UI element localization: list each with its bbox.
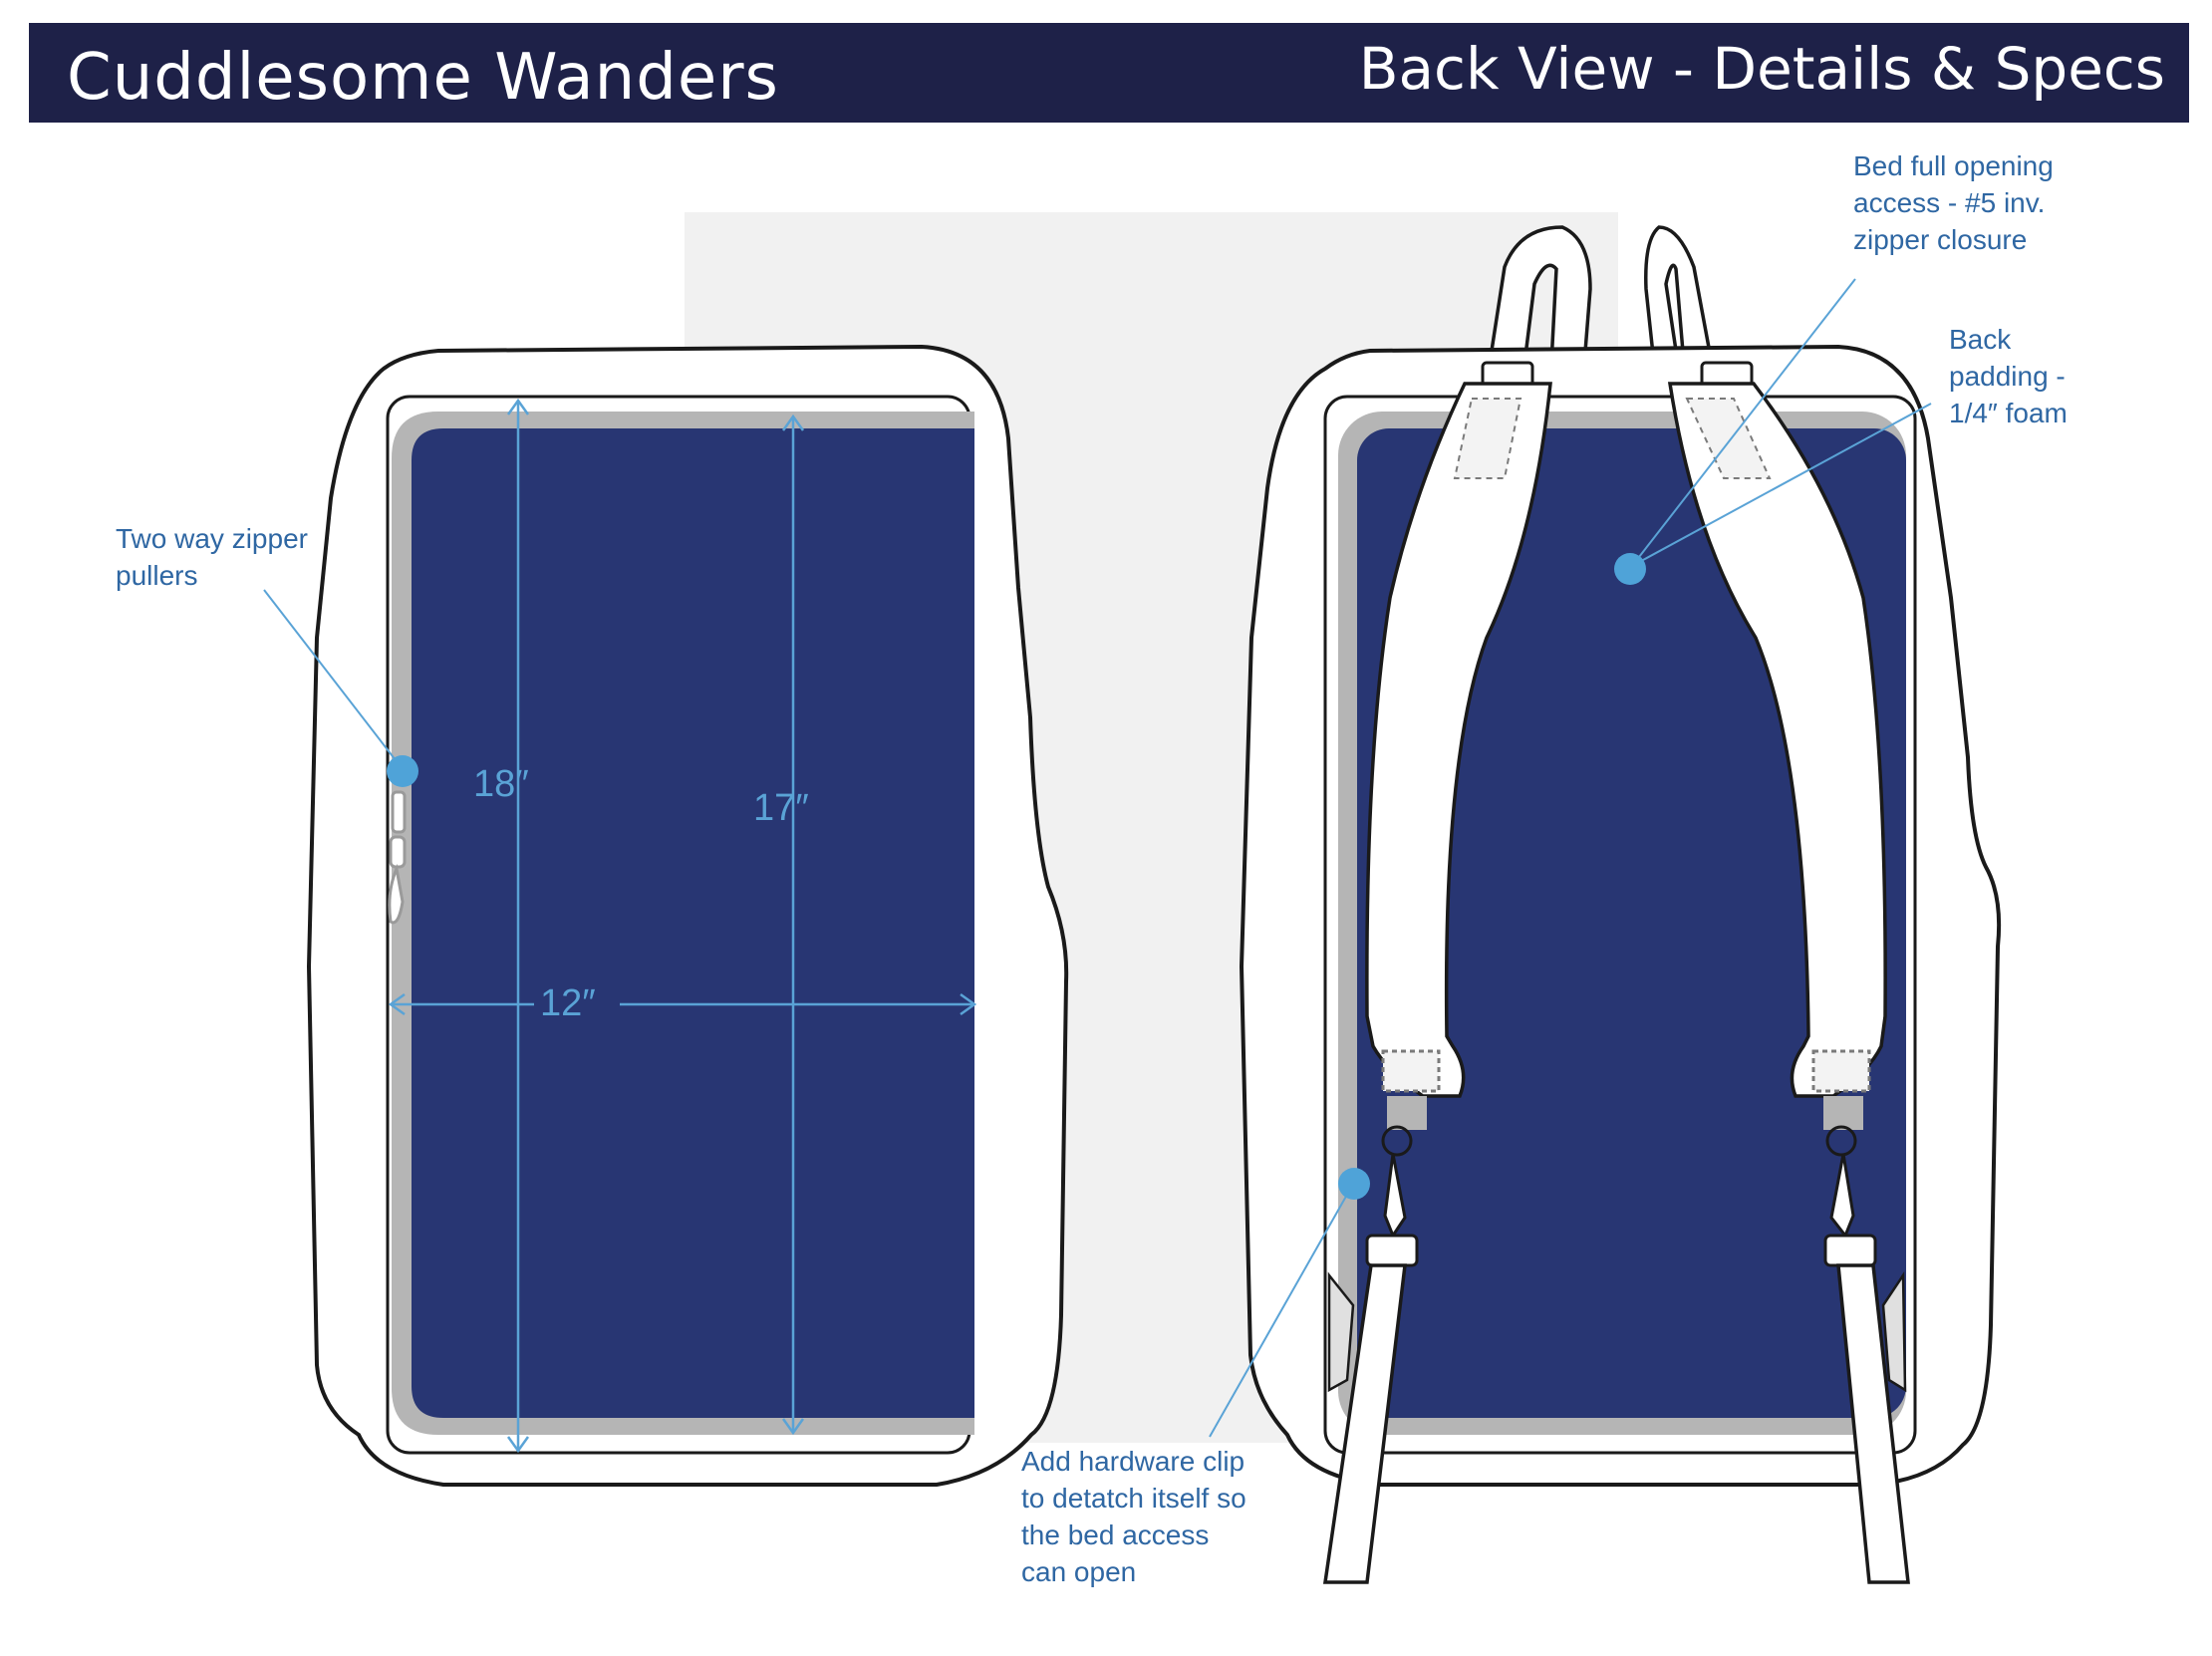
callout-padding-line-3: 1/4″ foam <box>1949 398 2068 428</box>
dimension-17-label: 17″ <box>753 787 809 829</box>
callout-zipper-line-1: Two way zipper <box>116 523 308 554</box>
callout-clip-line-1: Add hardware clip <box>1021 1446 1245 1477</box>
right-strap-anchor <box>1881 1270 1907 1393</box>
callout-padding-line-2: padding - <box>1949 361 2066 392</box>
right-shoulder-strap <box>1667 382 1887 1098</box>
callout-clip-line-4: can open <box>1021 1556 1137 1587</box>
left-strap-stitch-patch <box>1453 398 1522 479</box>
bed-opening-dot <box>1614 553 1646 585</box>
right-backpack-view <box>1239 225 2002 1584</box>
callout-leaders <box>263 278 1932 1438</box>
callout-bed-line-2: access - #5 inv. <box>1853 187 2046 218</box>
view-title: Back View - Details & Specs <box>1358 35 2165 103</box>
callout-back-padding: Back padding - 1/4″ foam <box>1949 321 2068 431</box>
right-lower-hardware <box>1811 1049 1877 1267</box>
callout-bed-line-3: zipper closure <box>1853 224 2028 255</box>
left-panel <box>412 428 974 1418</box>
right-lower-strap <box>1836 1263 1910 1584</box>
left-top-loop <box>1487 225 1592 366</box>
right-strap-stitch-patch <box>1685 398 1772 479</box>
callout-bed-opening: Bed full opening access - #5 inv. zipper… <box>1853 147 2054 258</box>
callout-clip-line-3: the bed access <box>1021 1519 1210 1550</box>
left-shoulder-strap <box>1365 382 1552 1098</box>
left-lower-hardware <box>1365 1049 1441 1267</box>
left-backpack-view <box>306 344 1069 1487</box>
callout-bed-line-1: Bed full opening <box>1853 150 2054 181</box>
header-bar: Cuddlesome Wanders Back View - Details &… <box>29 23 2189 123</box>
dimension-18-label: 18″ <box>473 763 529 805</box>
callout-hardware-clip: Add hardware clip to detatch itself so t… <box>1021 1443 1246 1590</box>
callout-clip-line-2: to detatch itself so <box>1021 1483 1246 1514</box>
zipper-pullers-dot <box>387 755 418 787</box>
hardware-clip-dot <box>1338 1168 1370 1200</box>
left-lower-strap <box>1322 1263 1407 1584</box>
callout-zipper-pullers: Two way zipper pullers <box>116 520 308 594</box>
callout-padding-line-1: Back <box>1949 324 2012 355</box>
brand-title: Cuddlesome Wanders <box>67 41 779 115</box>
left-strap-anchor <box>1327 1271 1355 1393</box>
callout-zipper-line-2: pullers <box>116 560 198 591</box>
right-top-loop <box>1644 225 1715 366</box>
dimension-12-label: 12″ <box>540 982 596 1024</box>
dimension-lines-left <box>388 398 977 1454</box>
zipper-pullers <box>388 790 407 925</box>
